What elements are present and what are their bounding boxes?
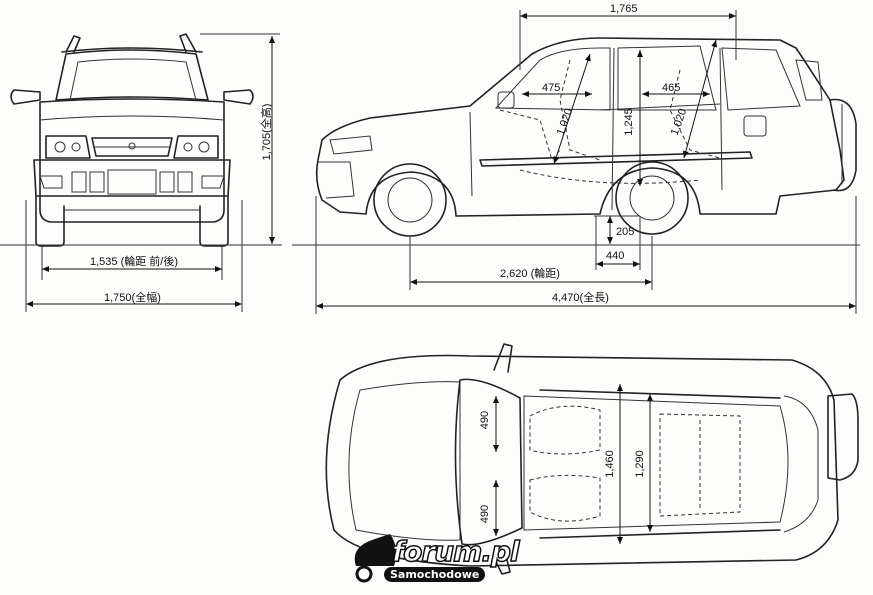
dim-ground-clearance: 205 bbox=[616, 226, 635, 238]
dim-seat-width-rear: 490 bbox=[479, 504, 491, 524]
dim-front-headroom: 475 bbox=[542, 82, 561, 94]
dim-top-width: 1,765 bbox=[610, 3, 638, 15]
watermark-logo bbox=[354, 534, 397, 583]
dim-overall-height: 1,705(全高) bbox=[261, 103, 273, 161]
top-dimension-lines bbox=[493, 384, 653, 544]
watermark: forum.pl Samochodowe bbox=[352, 534, 527, 587]
dim-cabin-width-front: 1,460 bbox=[604, 450, 616, 478]
dim-wheelbase: 2,620 (輪距) bbox=[500, 268, 560, 280]
side-view bbox=[315, 37, 857, 237]
dim-overall-length: 4,470(全長) bbox=[552, 292, 609, 304]
top-view bbox=[325, 343, 859, 575]
dim-rear-overhang: 440 bbox=[606, 250, 625, 262]
front-view bbox=[10, 33, 254, 247]
side-dimension-lines bbox=[315, 10, 857, 314]
dim-interior-height: 1,245 bbox=[623, 108, 635, 136]
front-dimension-lines bbox=[25, 33, 280, 312]
dim-overall-width: 1,750(全幅) bbox=[104, 292, 161, 304]
dim-rear-headroom: 465 bbox=[662, 82, 681, 94]
watermark-sub: Samochodowe bbox=[384, 567, 486, 582]
watermark-brand: forum.pl bbox=[391, 534, 520, 569]
dim-cabin-width-rear: 1,290 bbox=[634, 450, 646, 478]
dim-seat-width-front: 490 bbox=[479, 410, 491, 430]
dim-tread: 1,535 (輪距 前/後) bbox=[90, 256, 179, 268]
